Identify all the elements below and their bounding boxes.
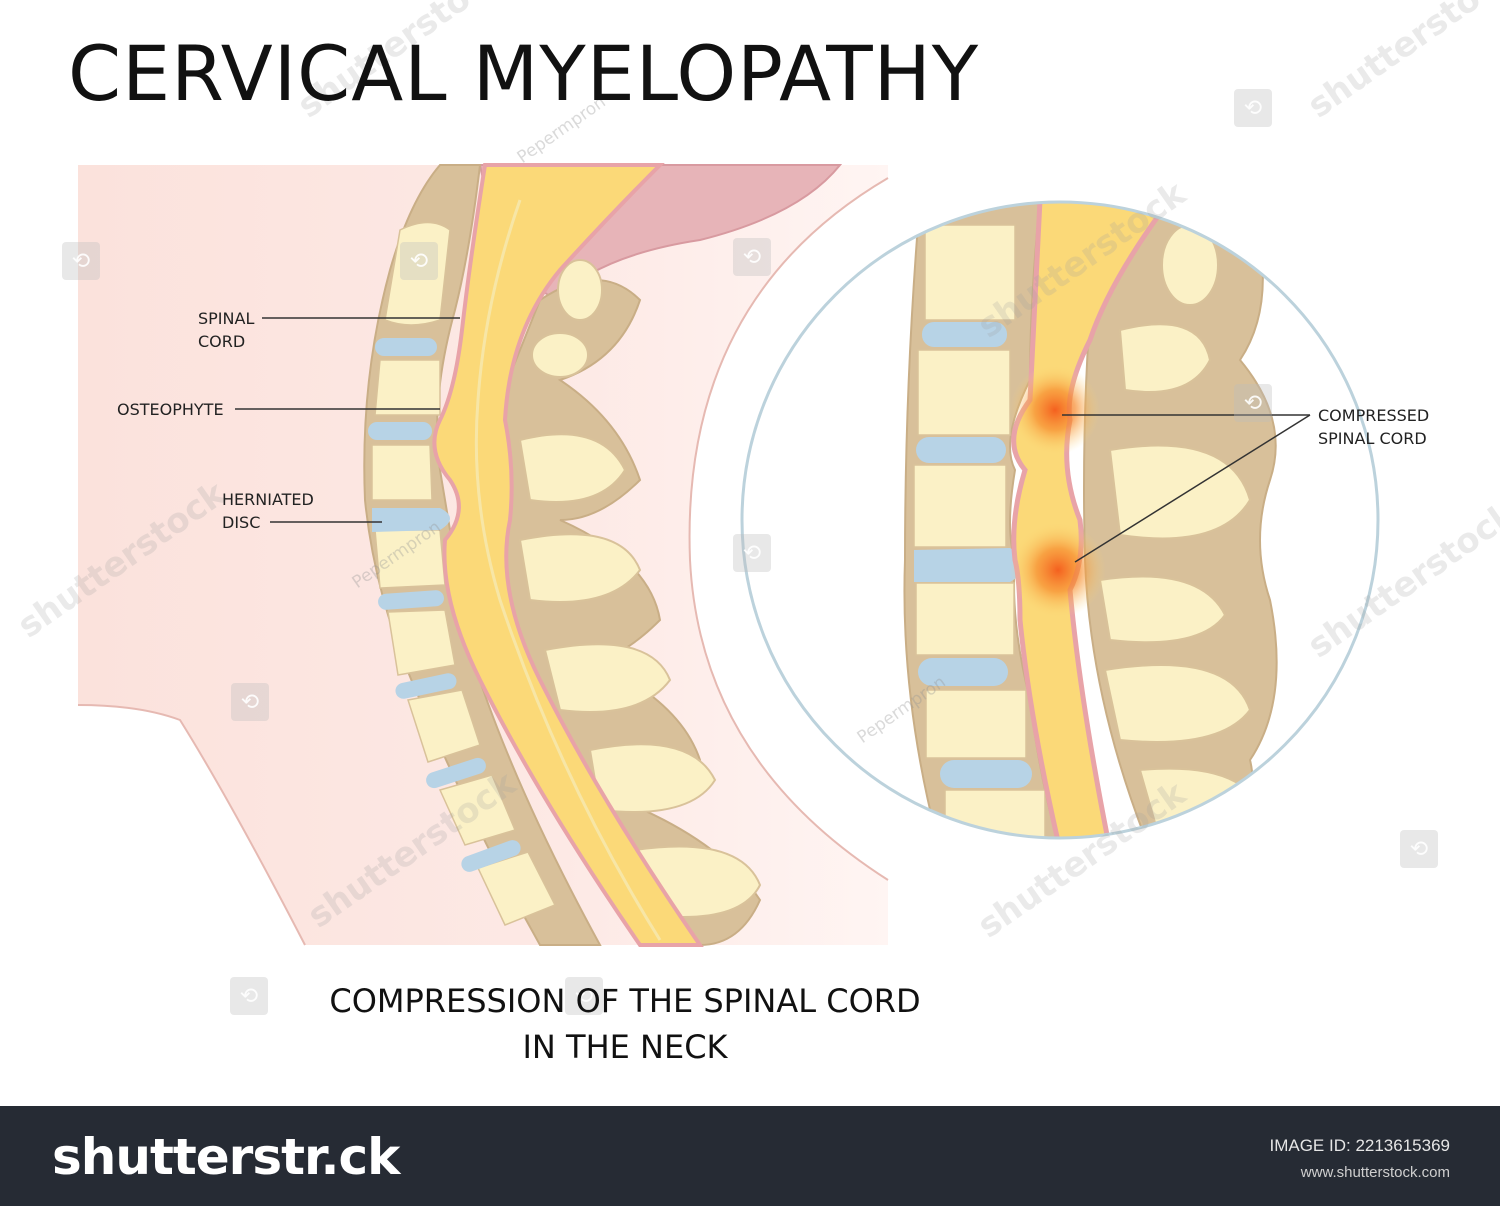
page-title: CERVICAL MYELOPATHY [68, 29, 980, 118]
watermark-stamp-icon: ⟲ [231, 683, 269, 721]
illustration [77, 163, 1380, 947]
watermark-stamp-icon: ⟲ [62, 242, 100, 280]
label-herniated-disc-line1: HERNIATED [222, 490, 314, 509]
figure-caption: COMPRESSION OF THE SPINAL CORD IN THE NE… [250, 978, 1000, 1070]
vertebral-column [363, 164, 602, 946]
label-spinal-cord-line2: CORD [198, 332, 246, 351]
footer-site-link[interactable]: www.shutterstock.com [1300, 1164, 1450, 1181]
watermark-stamp-icon: ⟲ [400, 242, 438, 280]
label-compressed-line1: COMPRESSED [1318, 406, 1430, 425]
leader-lines [235, 317, 1311, 563]
magnified-view [740, 200, 1380, 840]
label-osteophyte: OSTEOPHYTE [117, 400, 224, 419]
label-compressed-spinal-cord: COMPRESSED SPINAL CORD [1318, 404, 1429, 450]
label-herniated-disc: HERNIATED DISC [222, 488, 314, 534]
watermark-stamp-icon: ⟲ [1234, 384, 1272, 422]
watermark-stamp-icon: ⟲ [733, 238, 771, 276]
watermark-stamp-icon: ⟲ [565, 977, 603, 1015]
label-compressed-line2: SPINAL CORD [1318, 429, 1427, 448]
label-spinal-cord-line1: SPINAL [198, 309, 255, 328]
footer-image-id: IMAGE ID: 2213615369 [1269, 1136, 1450, 1155]
footer-logo[interactable]: shutterstr.ck [52, 1128, 400, 1186]
caption-line1: COMPRESSION OF THE SPINAL CORD [329, 982, 921, 1020]
watermark-stamp-icon: ⟲ [1234, 89, 1272, 127]
watermark-stamp-icon: ⟲ [230, 977, 268, 1015]
label-spinal-cord: SPINAL CORD [198, 307, 254, 353]
posterior-vertebrae [496, 259, 762, 946]
caption-line2: IN THE NECK [522, 1028, 728, 1066]
watermark-stamp-icon: ⟲ [1400, 830, 1438, 868]
spinal-cord [432, 163, 704, 947]
footer-bar: shutterstr.ck IMAGE ID: 2213615369 www.s… [0, 1106, 1500, 1206]
label-herniated-disc-line2: DISC [222, 513, 261, 532]
watermark-stamp-icon: ⟲ [733, 534, 771, 572]
intervertebral-discs [368, 338, 521, 872]
